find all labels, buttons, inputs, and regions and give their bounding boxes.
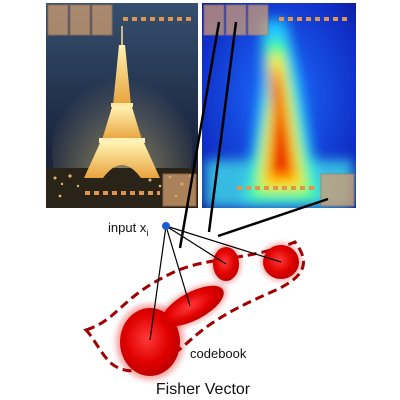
eiffel-photo-panel bbox=[46, 3, 198, 208]
codebook-label: codebook bbox=[190, 346, 247, 361]
gaussian-2 bbox=[159, 283, 227, 329]
input-subscript: i bbox=[146, 228, 148, 238]
figure-caption: Fisher Vector bbox=[156, 381, 251, 398]
input-point-icon bbox=[162, 222, 170, 230]
eiffel-tower-shape bbox=[84, 26, 160, 178]
input-assignment-lines bbox=[149, 225, 282, 341]
photo-patch-row-top bbox=[47, 4, 113, 36]
heatmap-panel bbox=[202, 3, 356, 208]
codebook-manifold bbox=[83, 240, 305, 373]
gaussian-components bbox=[116, 243, 301, 380]
heat-patch-corner bbox=[320, 173, 355, 207]
input-label: input xi bbox=[108, 220, 148, 238]
heat-patch-row-top bbox=[203, 4, 269, 36]
patch-connectors bbox=[178, 21, 329, 249]
